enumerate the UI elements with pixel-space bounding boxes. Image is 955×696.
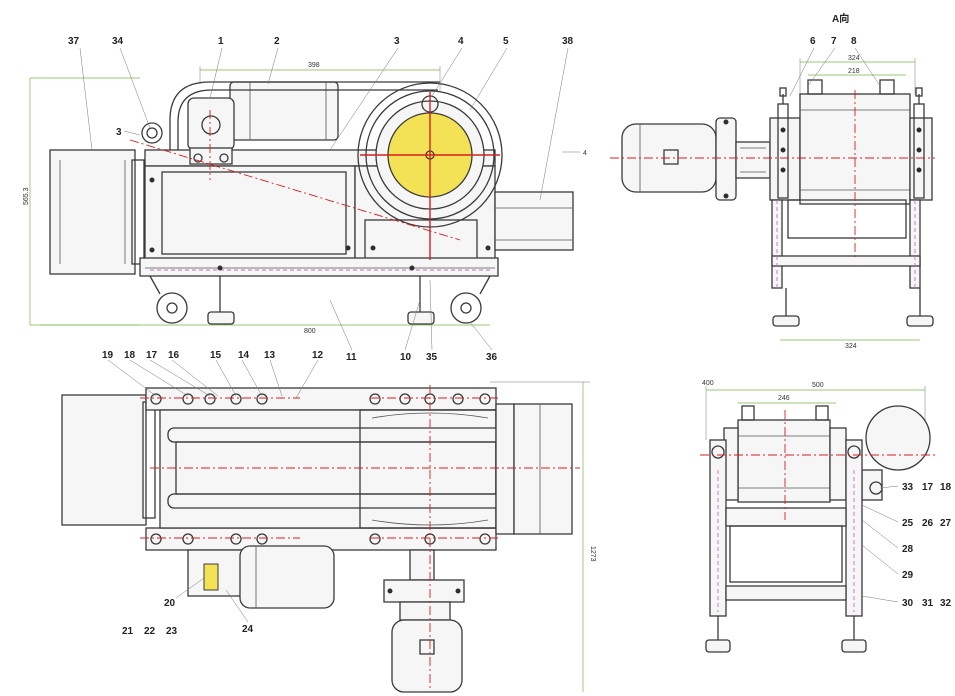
part-label: 18 [940,482,952,493]
part-label: 6 [810,36,816,47]
section-mark: 3 [116,127,122,138]
part-label: 26 [922,518,934,529]
front-right-caster [450,292,482,324]
part-label: 10 [400,352,412,363]
front-base-rail [139,257,499,277]
part-label: 38 [562,36,574,47]
dimension-label: 1273 [589,546,596,562]
section-mark: 4 [583,150,587,157]
part-label: 24 [242,624,254,635]
front-frame-body [144,165,356,261]
dimension-label: 500 [812,382,824,389]
part-label: 7 [831,36,837,47]
part-label: 5 [503,36,509,47]
part-label: 37 [68,36,80,47]
front-right-gearbox [494,191,574,251]
plan-left-motor [61,394,147,526]
part-label: 29 [902,570,914,581]
part-label: 22 [144,626,156,637]
part-label: 8 [851,36,857,47]
front-brake-motor [229,81,339,141]
part-label: 1 [218,36,224,47]
dimension-label: 218 [848,68,860,75]
front-left-caster [156,292,188,324]
end-brake-motor [865,405,931,471]
part-label: 17 [146,350,158,361]
part-label: 28 [902,544,914,555]
part-label: 36 [486,352,498,363]
dimension-label: 398 [308,62,320,69]
part-label: 11 [346,352,357,363]
part-label: 18 [124,350,136,361]
part-label: 13 [264,350,276,361]
part-label: 2 [274,36,280,47]
dimension-label: 324 [848,55,860,62]
part-label: 21 [122,626,134,637]
dimension-label: 800 [304,328,316,335]
part-label: 23 [166,626,178,637]
part-label: 14 [238,350,250,361]
dimension-label: 246 [778,395,790,402]
side-view: A向 6 7 8 324 218 324 [610,12,935,350]
dimension-label: 324 [845,343,857,350]
part-label: 35 [426,352,438,363]
part-label: 25 [902,518,914,529]
plan-lower-motor [391,619,463,693]
end-drum-body [737,419,831,503]
part-label: 27 [940,518,952,529]
plan-right-gearbox [513,403,573,535]
dimension-label: 400 [702,380,714,387]
part-label: 34 [112,36,124,47]
part-label: 20 [164,598,176,609]
plan-view: 19 18 17 16 15 14 13 12 20 21 22 23 24 1… [61,350,596,693]
front-view: 37 34 1 2 3 4 5 38 3 4 11 10 35 36 398 5… [23,36,587,363]
part-label: 17 [922,482,934,493]
dimension-label: 565.3 [23,187,30,205]
part-label: 15 [210,350,222,361]
part-label: 12 [312,350,324,361]
part-label: 33 [902,482,914,493]
plan-top-rail [145,387,497,411]
part-label: 30 [902,598,914,609]
part-label: 16 [168,350,180,361]
part-label: 4 [458,36,464,47]
end-view: 400 500 246 33 17 18 25 26 27 28 29 30 3… [700,380,952,653]
view-label: A向 [832,12,849,25]
part-label: 19 [102,350,114,361]
plan-brake-motor [239,545,335,609]
part-label: 3 [394,36,400,47]
part-label: 32 [940,598,952,609]
part-label: 31 [922,598,934,609]
front-left-motor [49,149,136,275]
